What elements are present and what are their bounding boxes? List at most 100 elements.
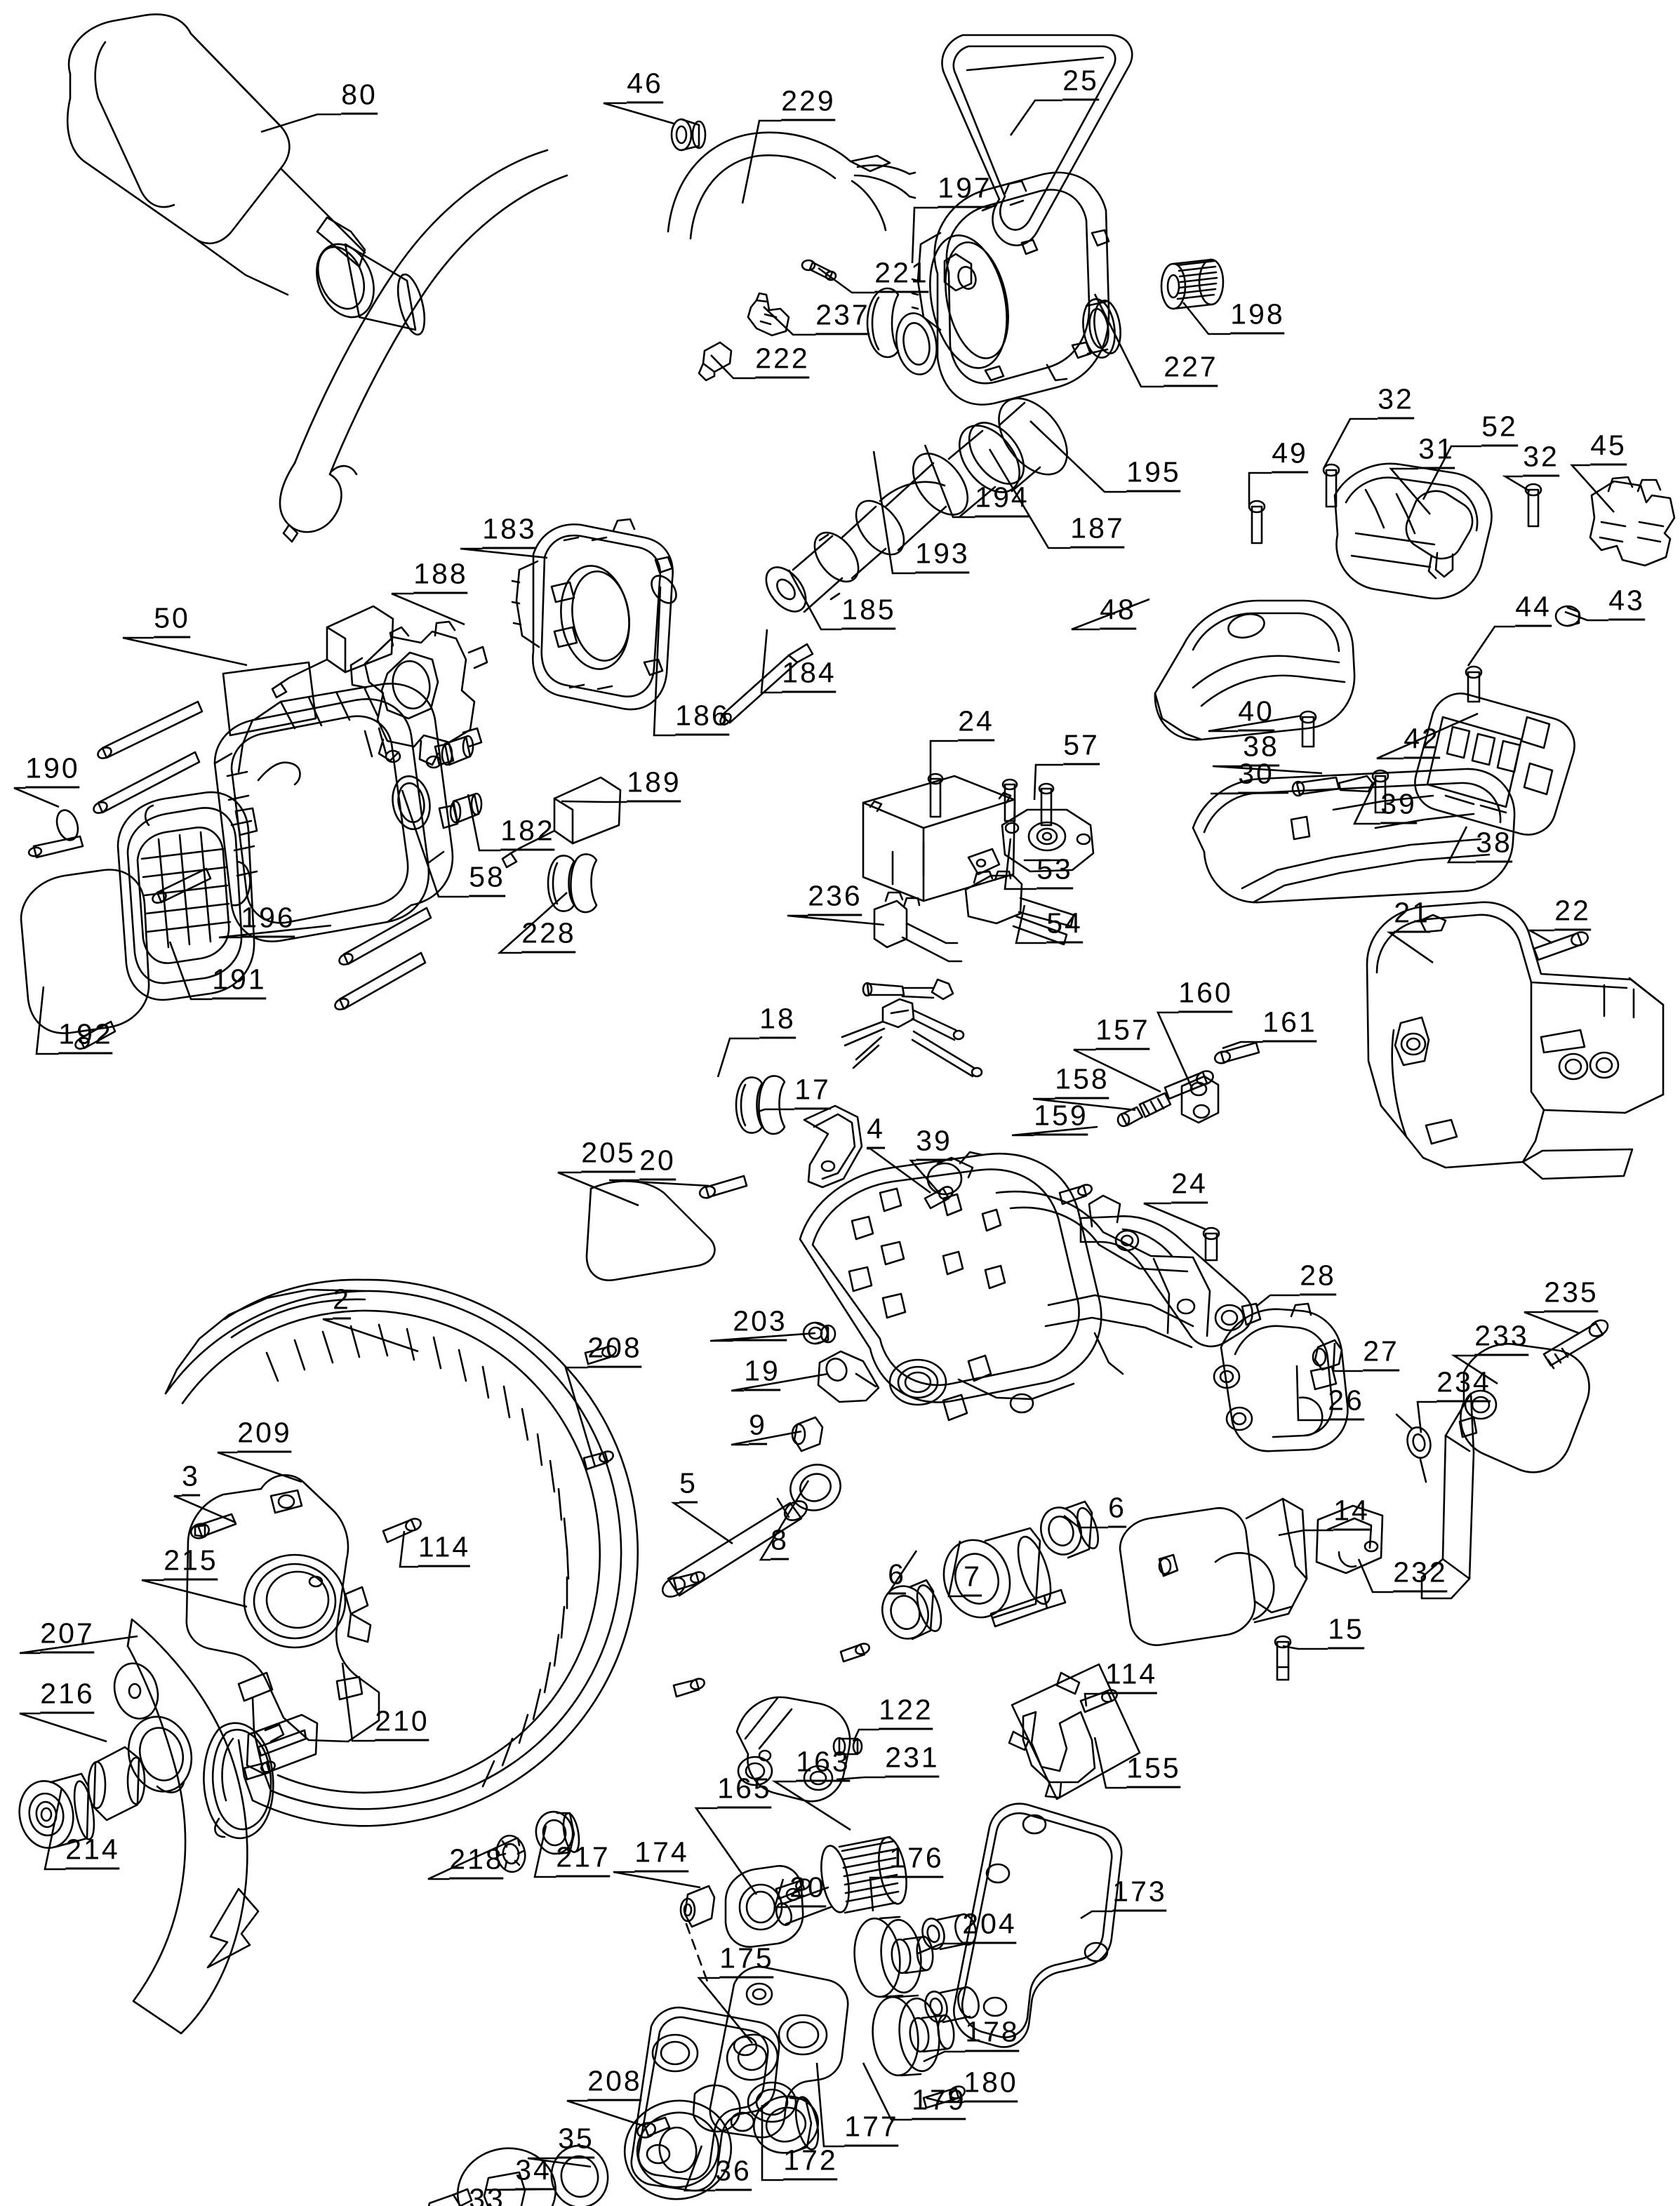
part-power-cord-229 [667,131,916,240]
part-blade-207 [126,1618,260,2035]
part-callout-193: 193 [915,539,970,574]
part-callout-27: 27 [1363,1337,1399,1372]
part-brush-189b [271,605,394,699]
part-callout-157: 157 [1095,1015,1150,1050]
part-callout-53: 53 [1036,855,1073,890]
part-callout-35: 35 [558,2124,594,2159]
part-screw-208c [582,1450,614,1471]
part-retaining-ring-193 [866,287,900,359]
part-callout-192: 192 [58,1020,113,1055]
part-cap-192 [20,869,150,1034]
part-connector-54 [964,870,1075,946]
part-callout-122: 122 [879,1695,933,1730]
part-gearcase-4 [799,1151,1211,1422]
part-bolt-196-a [97,700,204,759]
part-screw-208g [243,1760,276,1781]
part-screw-122 [832,1737,863,1756]
part-grommet-46 [670,118,707,152]
part-callout-28: 28 [1300,1261,1336,1296]
part-callout-172: 172 [783,2146,838,2181]
part-callout-32: 32 [1378,385,1414,420]
part-bolt-33 [427,2188,473,2206]
part-callout-175: 175 [719,1944,774,1979]
part-callout-43: 43 [1608,586,1645,621]
part-pulley-178 [872,1994,955,2077]
part-bushing-9 [791,1416,824,1452]
part-callout-34: 34 [515,2155,552,2191]
part-callout-232: 232 [1393,1558,1448,1593]
part-callout-44: 44 [1515,592,1552,627]
part-callout-197: 197 [938,173,992,208]
part-callout-236: 236 [808,881,862,916]
part-callout-46: 46 [627,69,663,104]
part-callout-208: 208 [587,1333,642,1368]
part-callout-194: 194 [975,483,1029,518]
part-callout-15: 15 [1328,1615,1364,1650]
part-callout-3: 3 [182,1462,200,1497]
part-hub-207 [113,1662,193,1793]
part-trigger-52 [1405,490,1474,580]
part-switch-module-42 [1414,693,1575,836]
part-callout-19: 19 [744,1356,780,1391]
part-lever-233 [1420,1343,1590,1600]
part-screw-32a [1322,463,1340,508]
part-callout-7: 7 [964,1562,982,1597]
part-callout-6: 6 [1108,1493,1126,1528]
part-screw-15 [1274,1635,1292,1681]
part-harness-236 [841,891,983,1078]
part-module-45 [1589,476,1676,567]
part-key-210 [246,1713,319,1775]
part-callout-209: 209 [237,1418,292,1453]
part-callout-39: 39 [916,1126,952,1161]
part-callout-234: 234 [1436,1368,1491,1403]
part-callout-187: 187 [1070,514,1125,549]
part-callout-42: 42 [1404,724,1440,759]
part-callout-189: 189 [627,768,681,803]
part-callout-185: 185 [841,595,896,630]
part-screw-22 [1533,931,1589,961]
part-bolt-196-f [74,1020,116,1050]
part-bolt-196-d [338,907,432,965]
part-pin-6c [989,1589,1067,1628]
part-spacer-204a [921,1913,977,1951]
part-callout-198: 198 [1230,300,1285,335]
part-screw-208a [584,1345,617,1365]
part-split-bushing-228 [547,853,598,914]
part-bolt-57b [1038,782,1055,827]
part-bolt-196-b [93,751,201,814]
part-callout-217: 217 [556,1843,611,1878]
part-callout-190: 190 [25,754,80,789]
part-callout-18: 18 [759,1004,796,1039]
part-drive-belt-25 [941,34,1133,246]
part-knob-214 [18,1772,95,1850]
part-spring-234 [1395,1413,1432,1483]
part-wire-30 [1291,775,1374,797]
part-terminal-222 [698,341,733,382]
part-callout-24: 24 [1171,1169,1208,1204]
part-gasket-177 [709,1965,849,2139]
part-callout-188: 188 [413,559,468,594]
part-bracket-17 [803,1104,863,1189]
part-fan-baffle-191 [116,791,255,1001]
part-callout-233: 233 [1474,1321,1529,1356]
part-callout-52: 52 [1481,412,1518,447]
part-callout-231: 231 [885,1743,940,1778]
part-bushing-216 [87,1746,146,1821]
part-callout-39: 39 [1380,789,1417,824]
part-screw-208b [636,2116,671,2139]
part-bushing-182b [441,735,474,766]
part-washer-190 [55,809,79,841]
part-callout-9: 9 [749,1410,767,1445]
part-bracket-209 [185,1474,380,1743]
part-callout-208: 208 [587,2066,642,2101]
part-flange-34 [456,2147,557,2206]
part-spring-215 [203,1722,285,1840]
part-callout-205: 205 [581,1138,636,1173]
part-bolt-196-c [152,867,212,904]
part-callout-228: 228 [521,918,576,954]
part-callout-49: 49 [1272,439,1308,474]
part-callout-204: 204 [962,1909,1017,1944]
part-callout-58: 58 [469,862,505,897]
